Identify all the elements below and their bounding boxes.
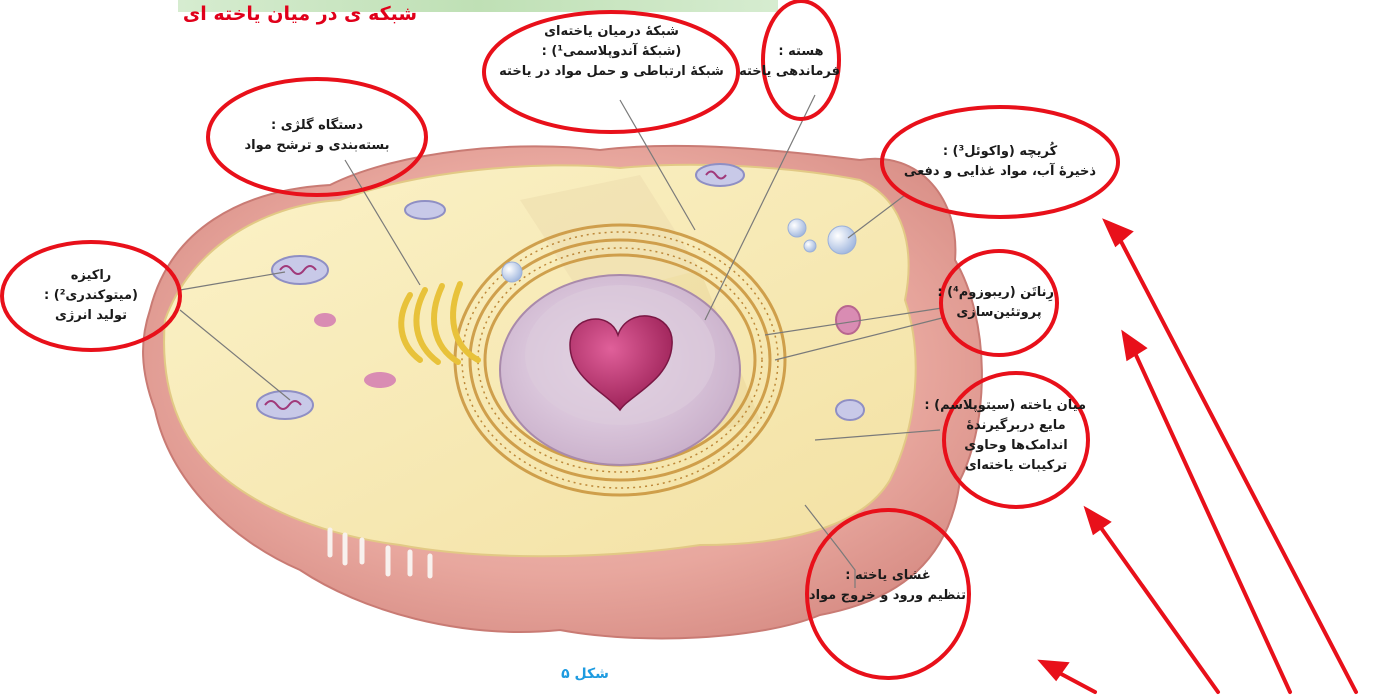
label-vacuole: کُریچه (واکوئل³) : ذخیرهٔ آب، مواد غذایی… xyxy=(890,142,1110,182)
figure-caption: شکل ۵ xyxy=(540,666,630,682)
label-mitochondria: راکیزه (میتوکندری²) : تولید انرژی xyxy=(15,266,167,326)
annotation-arrows xyxy=(1042,222,1356,692)
label-endoplasmic-reticulum: شبکهٔ درمیان یاخته‌ای (شبکهٔ آندوپلاسمی¹… xyxy=(494,22,729,82)
label-nucleus: هسته : فرماندهی یاخته xyxy=(762,42,840,82)
label-cytoplasm: میان یاخته (سیتوپلاسم) : مایع دربرگیرنده… xyxy=(946,396,1086,476)
label-golgi: دستگاه گلژی : بسته‌بندی و ترشح مواد xyxy=(222,116,412,156)
label-ribosome: رِناتَن (ریبوزوم⁴) : پروتئین‌سازی xyxy=(944,283,1054,323)
label-membrane: غشای یاخته : تنظیم ورود و خروج مواد xyxy=(810,566,966,606)
